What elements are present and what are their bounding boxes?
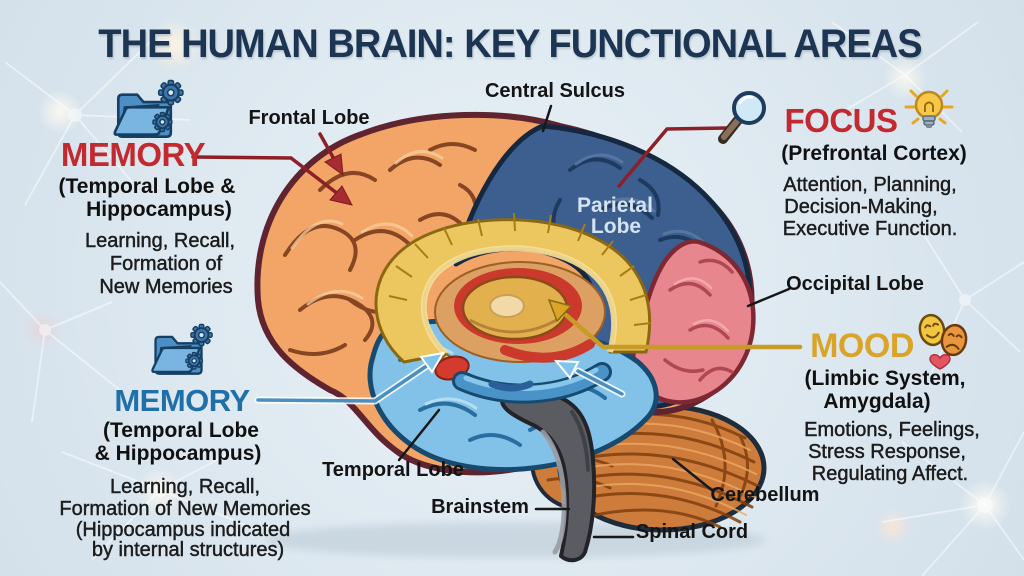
memory-blue-desc-3: (Hippocampus indicated (75, 519, 291, 541)
memory-red-subtitle-2: Hippocampus) (86, 198, 232, 221)
magnifying-glass-icon (718, 91, 766, 144)
focus-desc-3: Executive Function. (782, 218, 958, 240)
memory-red-desc-3: New Memories (99, 276, 233, 298)
label-occipital-lobe: Occipital Lobe (786, 273, 924, 295)
memory-blue-desc-2: Formation of New Memories (59, 498, 311, 520)
label-parietal-lobe-1: Parietal (577, 194, 653, 217)
connector-lines (191, 104, 803, 539)
memory-red-desc-2: Formation of (109, 253, 223, 275)
label-parietal-lobe-2: Lobe (590, 215, 642, 238)
label-frontal-lobe: Frontal Lobe (248, 107, 370, 129)
memory-red-connector (191, 155, 340, 196)
frontal-highlights (290, 150, 444, 306)
mood-desc-1: Emotions, Feelings, (804, 419, 980, 441)
label-temporal-lobe: Temporal Lobe (322, 459, 464, 481)
label-spinal-cord: Spinal Cord (635, 521, 749, 543)
mood-subtitle-2: Amygdala) (823, 390, 931, 413)
memory-blue-connector (256, 363, 430, 403)
limbic-cutaway (374, 212, 652, 404)
neuron-decoration (0, 21, 1024, 576)
corpus-callosum-striations (388, 212, 652, 326)
memory-red-desc-1: Learning, Recall, (84, 230, 236, 252)
occipital-highlights (673, 277, 730, 333)
occipital-gyri (663, 258, 734, 382)
focus-title: FOCUS (784, 102, 899, 139)
mood-title: MOOD (810, 327, 914, 365)
memory-blue-subtitle-1: (Temporal Lobe (103, 419, 259, 442)
frontal-lobe-pointer (318, 132, 336, 161)
page-title: THE HUMAN BRAIN: KEY FUNCTIONAL AREAS (98, 22, 922, 66)
focus-connector (617, 126, 729, 188)
brainstem-region (499, 390, 597, 563)
mood-desc-2: Stress Response, (808, 441, 966, 463)
mood-desc-3: Regulating Affect. (811, 463, 969, 485)
label-central-sulcus: Central Sulcus (484, 80, 626, 102)
hippocampus-pointer (576, 369, 624, 396)
cerebellum-pointer (671, 457, 715, 493)
memory-red-title: MEMORY (60, 136, 206, 173)
label-cerebellum: Cerebellum (710, 484, 820, 506)
focus-subtitle: (Prefrontal Cortex) (781, 142, 967, 165)
theater-masks-icon (918, 313, 968, 370)
mood-subtitle-1: (Limbic System, (804, 367, 966, 390)
occipital-pointer (746, 287, 791, 308)
lightbulb-icon (904, 89, 954, 128)
mood-connector (563, 312, 803, 350)
memory-blue-desc-4: by internal structures) (91, 539, 285, 561)
central-sulcus-pointer (541, 104, 553, 133)
memory-red-subtitle-1: (Temporal Lobe & (58, 175, 236, 198)
memory-blue-desc-1: Learning, Recall, (109, 476, 261, 498)
hippocampus (455, 365, 609, 401)
memory-blue-title: MEMORY (114, 383, 250, 418)
focus-desc-1: Attention, Planning, (783, 174, 957, 196)
heart-icon (929, 354, 951, 370)
temporal-pointer (397, 408, 441, 462)
label-brainstem: Brainstem (431, 496, 529, 518)
memory-blue-subtitle-2: & Hippocampus) (94, 442, 262, 465)
focus-desc-2: Decision-Making, (784, 196, 938, 218)
